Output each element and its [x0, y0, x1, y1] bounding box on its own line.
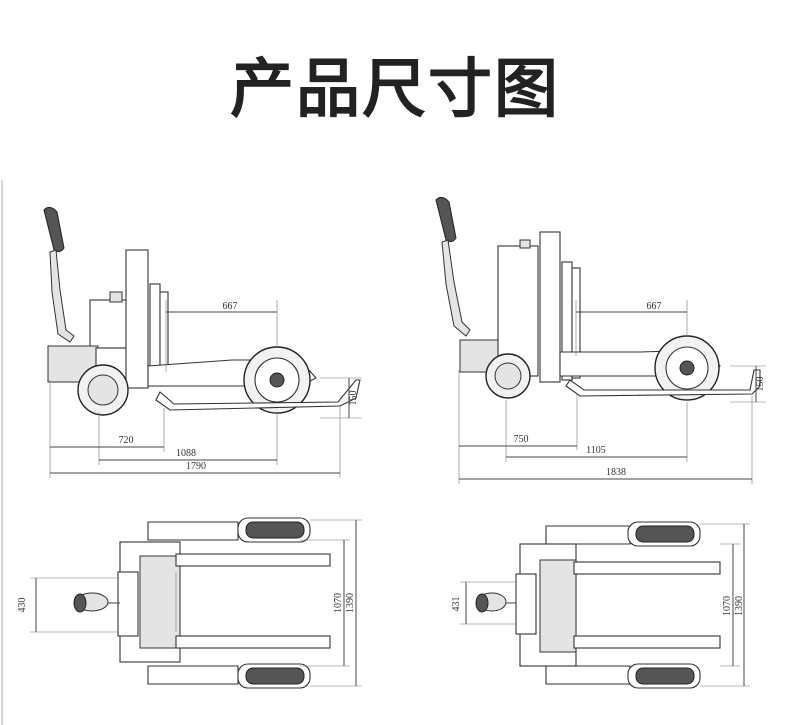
dim-667-right: 667: [647, 301, 662, 312]
dim-430-top-left: 430: [17, 598, 28, 613]
dim-1790-left: 1790: [186, 461, 206, 472]
dim-1390-top-right: 1390: [734, 596, 745, 616]
dim-667-left: 667: [223, 301, 238, 312]
dim-1070-top-left: 1070: [333, 593, 344, 613]
dim-1070-top-right: 1070: [722, 596, 733, 616]
dim-150-left: 150: [348, 391, 359, 406]
dim-150-right: 150: [755, 377, 766, 392]
top-view-right: 431 1070 1390: [451, 521, 750, 689]
dim-1390-top-left: 1390: [345, 593, 356, 613]
dim-1838-right: 1838: [606, 467, 626, 478]
side-view-right: 667 150 750 1105 1838: [435, 196, 766, 484]
dim-750-right: 750: [514, 434, 529, 445]
dim-431-top-right: 431: [451, 597, 462, 612]
page-title: 产品尺寸图: [230, 53, 560, 127]
top-view-left: 430 1070 1390: [17, 517, 362, 689]
side-view-left: 667 150 720 1088 1790: [43, 206, 362, 478]
dim-720-left: 720: [119, 435, 134, 446]
dim-1105-right: 1105: [586, 445, 606, 456]
dim-1088-left: 1088: [176, 448, 196, 459]
